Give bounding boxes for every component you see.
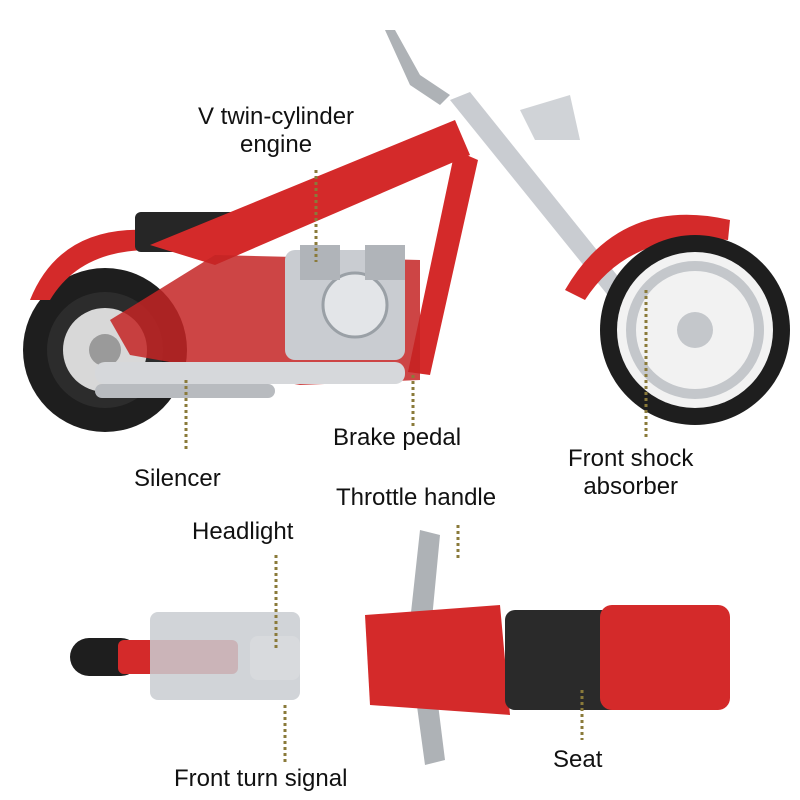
rear-fender (30, 229, 150, 300)
handlebar (385, 30, 450, 105)
label-throttle-handle: Throttle handle (336, 484, 496, 512)
label-v-twin-engine-line2: engine (239, 131, 313, 158)
engine-block (285, 245, 405, 360)
top-leader-lines (274, 525, 584, 762)
label-front-shock-line1: Front shock (568, 445, 694, 472)
top-headlight (250, 636, 300, 680)
label-brake-pedal-text: Brake pedal (333, 424, 462, 451)
main-frame (150, 120, 470, 265)
top-seat (505, 610, 625, 710)
front-fork (450, 92, 665, 345)
side-leader-lines (184, 170, 648, 450)
front-wheel (600, 235, 790, 425)
label-seat-text: Seat (553, 746, 603, 773)
label-v-twin-engine: V twin-cylinder engine (198, 103, 354, 159)
label-brake-pedal: Brake pedal (333, 424, 461, 452)
label-throttle-handle-text: Throttle handle (336, 484, 497, 511)
label-headlight: Headlight (192, 518, 293, 546)
exhaust-pipes (95, 362, 405, 398)
label-headlight-text: Headlight (192, 518, 294, 545)
label-front-turn-signal-text: Front turn signal (174, 765, 348, 792)
side-view-motorcycle (23, 30, 790, 450)
label-seat: Seat (553, 746, 602, 774)
top-tank (365, 605, 510, 715)
label-silencer-text: Silencer (134, 465, 221, 492)
top-rear-fender (600, 605, 730, 710)
label-v-twin-engine-line1: V twin-cylinder (198, 103, 355, 130)
label-front-turn-signal: Front turn signal (174, 765, 347, 793)
side-headlight (520, 95, 580, 140)
label-silencer: Silencer (134, 465, 221, 493)
label-front-shock-line2: absorber (583, 473, 679, 500)
label-front-shock-absorber: Front shock absorber (568, 445, 693, 501)
down-tube (408, 150, 478, 375)
top-view-motorcycle (70, 525, 730, 765)
